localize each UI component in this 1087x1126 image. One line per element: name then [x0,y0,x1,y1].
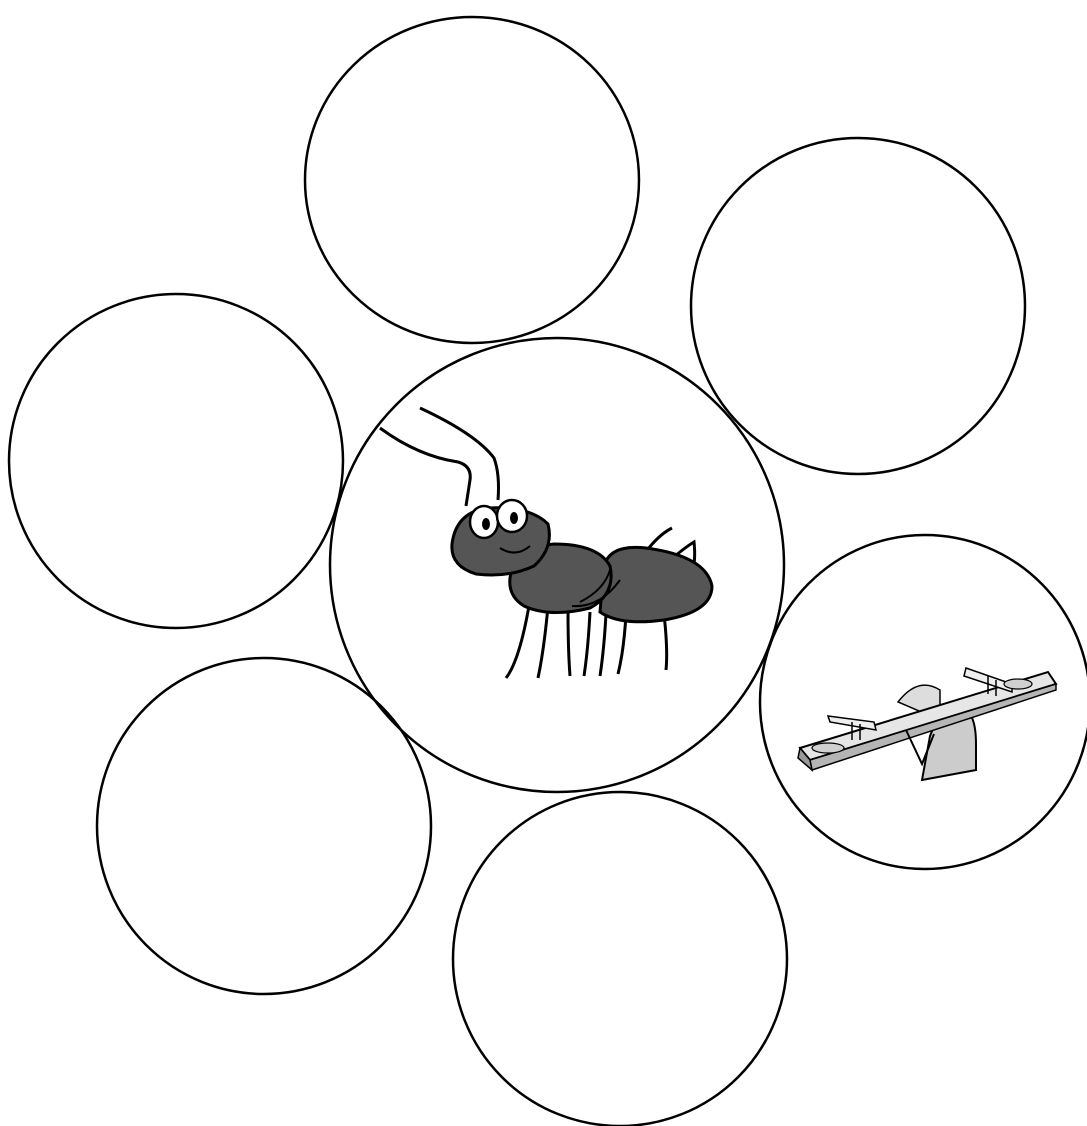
bubble-upper-right[interactable] [691,138,1025,474]
bubble-bottom[interactable] [453,792,787,1126]
ant-icon [380,408,712,678]
bubble-upper-left[interactable] [9,294,343,628]
seesaw-icon [798,668,1056,780]
bubble-top[interactable] [305,17,639,343]
bubble-right[interactable] [760,535,1087,869]
